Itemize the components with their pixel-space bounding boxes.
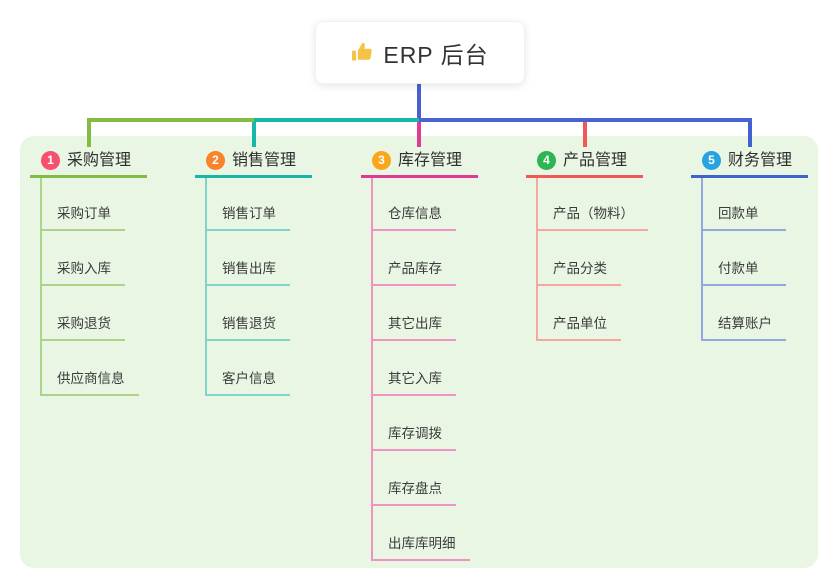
child-connector-line (205, 178, 207, 396)
child-connector-line (536, 178, 538, 341)
branch-drop-line (748, 118, 752, 147)
branch-underline (30, 175, 147, 178)
branch-badge: 3 (372, 151, 391, 170)
branch-underline (691, 175, 808, 178)
child-node[interactable]: 产品库存 (371, 258, 456, 286)
child-node[interactable]: 仓库信息 (371, 203, 456, 231)
root-stem-line (417, 82, 421, 122)
child-node[interactable]: 回款单 (701, 203, 786, 231)
child-node[interactable]: 出库库明细 (371, 533, 470, 561)
branch-badge: 5 (702, 151, 721, 170)
branch-underline (526, 175, 643, 178)
trunk-left-teal-line (254, 118, 419, 122)
child-node[interactable]: 产品单位 (536, 313, 621, 341)
child-connector-line (701, 178, 703, 341)
child-node[interactable]: 客户信息 (205, 368, 290, 396)
child-connector-line (40, 178, 42, 396)
branch-label-3[interactable]: 库存管理 (398, 152, 463, 169)
branch-badge: 2 (206, 151, 225, 170)
child-node[interactable]: 采购退货 (40, 313, 125, 341)
trunk-left-green-line (87, 118, 254, 122)
branch-drop-line (417, 118, 421, 147)
branch-drop-line (252, 118, 256, 147)
content-panel (20, 136, 818, 568)
child-node[interactable]: 销售退货 (205, 313, 290, 341)
child-node[interactable]: 其它入库 (371, 368, 456, 396)
branch-badge: 1 (41, 151, 60, 170)
root-node[interactable]: ERP 后台 (315, 21, 525, 84)
branch-drop-line (583, 118, 587, 147)
branch-underline (361, 175, 478, 178)
child-node[interactable]: 库存调拨 (371, 423, 456, 451)
root-label: ERP 后台 (383, 41, 489, 68)
branch-underline (195, 175, 312, 178)
branch-badge: 4 (537, 151, 556, 170)
child-node[interactable]: 库存盘点 (371, 478, 456, 506)
branch-label-4[interactable]: 产品管理 (563, 152, 628, 169)
child-node[interactable]: 其它出库 (371, 313, 456, 341)
branch-label-5[interactable]: 财务管理 (728, 152, 793, 169)
child-node[interactable]: 供应商信息 (40, 368, 139, 396)
child-node[interactable]: 产品（物料） (536, 203, 648, 231)
child-node[interactable]: 采购订单 (40, 203, 125, 231)
child-node[interactable]: 采购入库 (40, 258, 125, 286)
child-node[interactable]: 销售订单 (205, 203, 290, 231)
branch-drop-line (87, 118, 91, 147)
trunk-right-blue-line (419, 118, 752, 122)
child-node[interactable]: 结算账户 (701, 313, 786, 341)
child-node[interactable]: 付款单 (701, 258, 786, 286)
branch-label-1[interactable]: 采购管理 (67, 152, 132, 169)
child-node[interactable]: 产品分类 (536, 258, 621, 286)
child-connector-line (371, 178, 373, 561)
branch-label-2[interactable]: 销售管理 (232, 152, 297, 169)
child-node[interactable]: 销售出库 (205, 258, 290, 286)
thumbs-up-icon (351, 41, 374, 64)
